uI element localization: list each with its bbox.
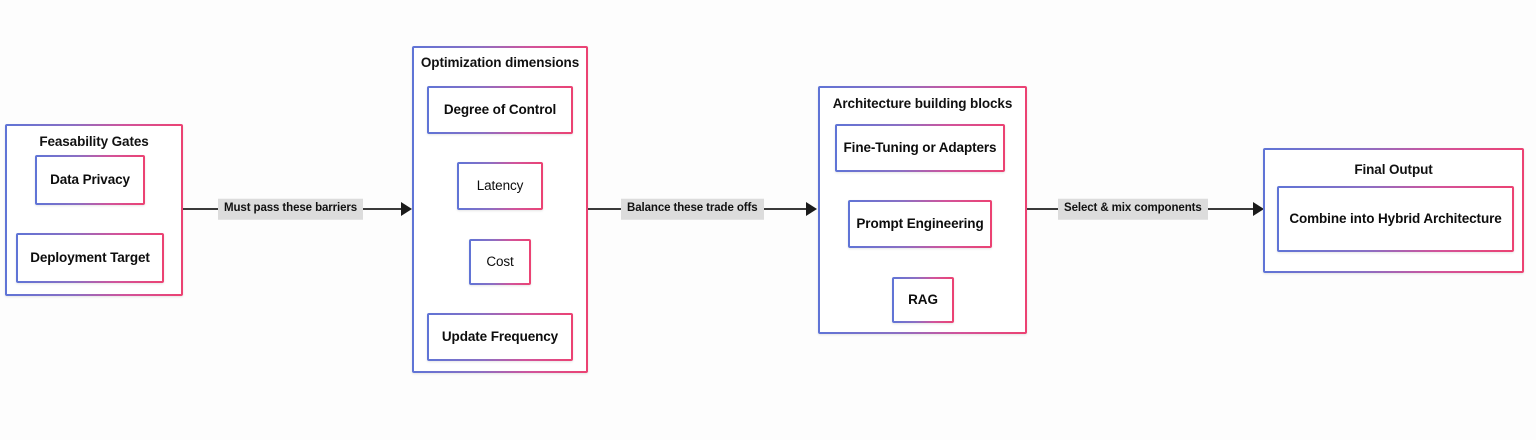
node-rag[interactable]: RAG bbox=[892, 277, 954, 323]
node-deployment-target[interactable]: Deployment Target bbox=[16, 233, 164, 283]
group-title-architecture-building-blocks: Architecture building blocks bbox=[832, 96, 1013, 111]
node-label-latency: Latency bbox=[476, 177, 524, 193]
group-optimization-dimensions[interactable]: Optimization dimensions Degree of Contro… bbox=[412, 46, 588, 373]
node-latency[interactable]: Latency bbox=[457, 162, 543, 210]
edge-label-must-pass-these-barriers: Must pass these barriers bbox=[218, 198, 364, 220]
group-title-optimization-dimensions: Optimization dimensions bbox=[420, 55, 580, 70]
node-label-update-frequency: Update Frequency bbox=[441, 328, 559, 344]
node-data-privacy[interactable]: Data Privacy bbox=[35, 155, 145, 205]
node-fine-tuning-or-adapters[interactable]: Fine-Tuning or Adapters bbox=[835, 124, 1005, 172]
node-prompt-engineering[interactable]: Prompt Engineering bbox=[848, 200, 992, 248]
node-degree-of-control[interactable]: Degree of Control bbox=[427, 86, 573, 134]
edge-arrowhead-1 bbox=[401, 202, 412, 216]
node-label-combine-into-hybrid-architecture: Combine into Hybrid Architecture bbox=[1289, 210, 1502, 226]
group-title-feasability-gates: Feasability Gates bbox=[39, 134, 149, 149]
group-feasability-gates[interactable]: Feasability Gates Data Privacy Deploymen… bbox=[5, 124, 183, 296]
node-label-deployment-target: Deployment Target bbox=[30, 249, 150, 265]
node-label-cost: Cost bbox=[486, 253, 514, 269]
group-title-final-output: Final Output bbox=[1354, 162, 1433, 177]
node-label-rag: RAG bbox=[908, 291, 938, 307]
edge-label-balance-these-trade-offs: Balance these trade offs bbox=[621, 198, 764, 220]
node-combine-into-hybrid-architecture[interactable]: Combine into Hybrid Architecture bbox=[1277, 186, 1514, 252]
group-architecture-building-blocks[interactable]: Architecture building blocks Fine-Tuning… bbox=[818, 86, 1027, 334]
node-label-degree-of-control: Degree of Control bbox=[443, 101, 557, 117]
node-update-frequency[interactable]: Update Frequency bbox=[427, 313, 573, 361]
node-label-data-privacy: Data Privacy bbox=[50, 171, 130, 187]
edge-arrowhead-2 bbox=[806, 202, 817, 216]
group-final-output[interactable]: Final Output Combine into Hybrid Archite… bbox=[1263, 148, 1524, 273]
node-cost[interactable]: Cost bbox=[469, 239, 531, 285]
node-label-prompt-engineering: Prompt Engineering bbox=[856, 215, 984, 231]
node-label-fine-tuning-or-adapters: Fine-Tuning or Adapters bbox=[843, 139, 997, 155]
edge-label-select-and-mix-components: Select & mix components bbox=[1058, 198, 1208, 220]
